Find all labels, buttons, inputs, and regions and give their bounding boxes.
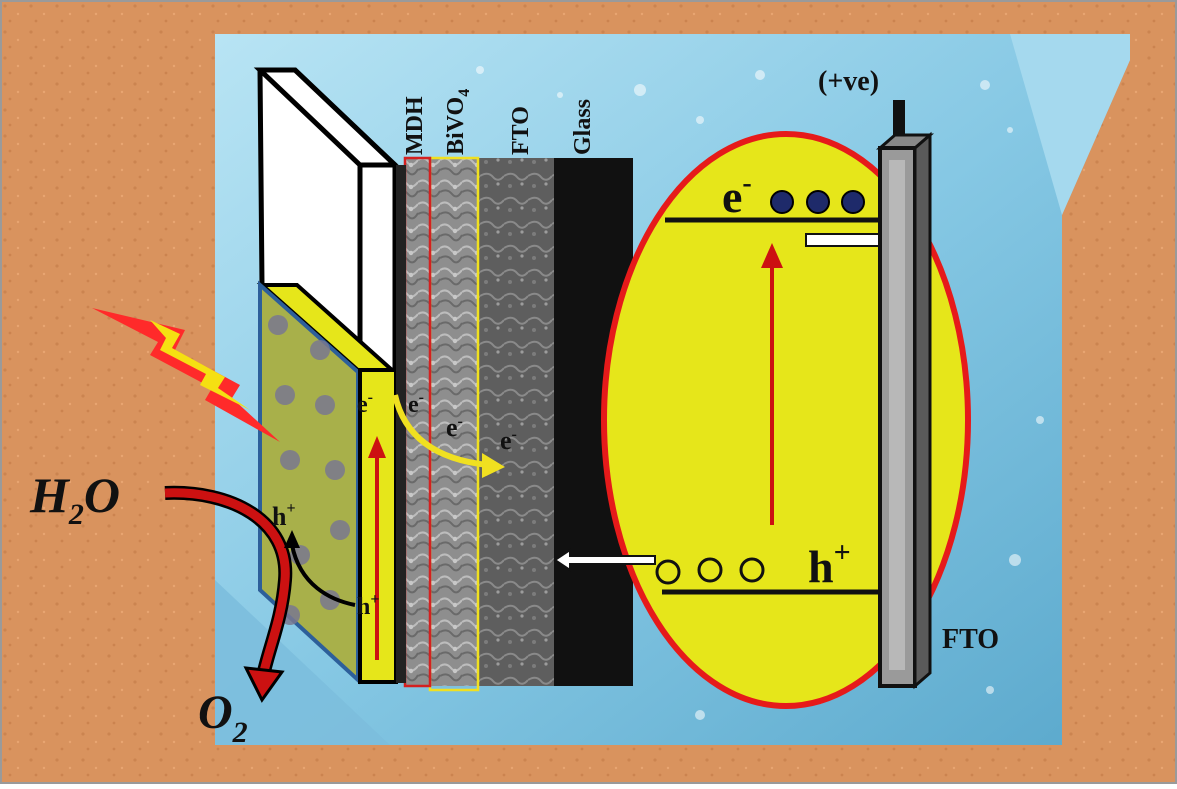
label-electron-bivo4: e- <box>446 413 463 442</box>
label-fto-electrode: FTO <box>942 624 999 655</box>
electron-dot <box>841 190 865 214</box>
label-glass: Glass <box>570 99 596 155</box>
lightning-bolt-core <box>150 320 250 410</box>
label-electron-band: e- <box>357 389 373 418</box>
counter-electrode-side <box>913 131 932 690</box>
water-side-face <box>215 34 390 745</box>
water-oxidation-arrowhead <box>243 666 285 703</box>
band-diagram-ellipse <box>601 131 971 709</box>
hole-transfer-arrowhead <box>284 530 300 548</box>
electron-transfer-arrowhead <box>482 453 505 478</box>
hole-circle <box>655 559 681 585</box>
electron-dot <box>806 190 830 214</box>
hole-circle <box>739 557 765 583</box>
label-bivo4: BiVO4 <box>443 89 473 155</box>
label-oxygen: O2 <box>198 686 248 749</box>
excitation-arrowhead-right <box>761 243 783 268</box>
electron-transfer-arrow <box>392 394 489 468</box>
water-bubbles <box>476 66 1044 720</box>
electron-dot <box>770 190 794 214</box>
hole-circle <box>697 557 723 583</box>
lightning-bolt-icon <box>92 308 280 442</box>
label-water: H2O <box>29 467 120 531</box>
bivo4-layer <box>430 158 478 686</box>
label-fto-layer: FTO <box>508 106 534 155</box>
label-mdh: MDH <box>402 96 428 155</box>
fto-layer <box>478 158 554 686</box>
hole-transfer-hollow-arrow <box>553 548 656 572</box>
label-hole-vb: h+ <box>808 536 851 592</box>
label-positive-terminal: (+ve) <box>818 66 879 97</box>
water-corner-face <box>1010 34 1130 215</box>
label-hole-band: h+ <box>357 591 379 620</box>
hole-transfer-arrow <box>290 544 356 607</box>
counter-electrode-inner <box>889 160 905 670</box>
label-hole-panel: h+ <box>272 500 296 531</box>
water-oxidation-arrow <box>164 488 290 681</box>
label-electron-mdh: e- <box>408 389 424 418</box>
label-electron-fto: e- <box>500 426 517 455</box>
electrode-top-face <box>253 67 402 168</box>
electrode-back-edge <box>396 165 406 683</box>
label-electron-cb: e- <box>722 168 752 222</box>
excitation-arrowhead-left <box>368 436 386 458</box>
